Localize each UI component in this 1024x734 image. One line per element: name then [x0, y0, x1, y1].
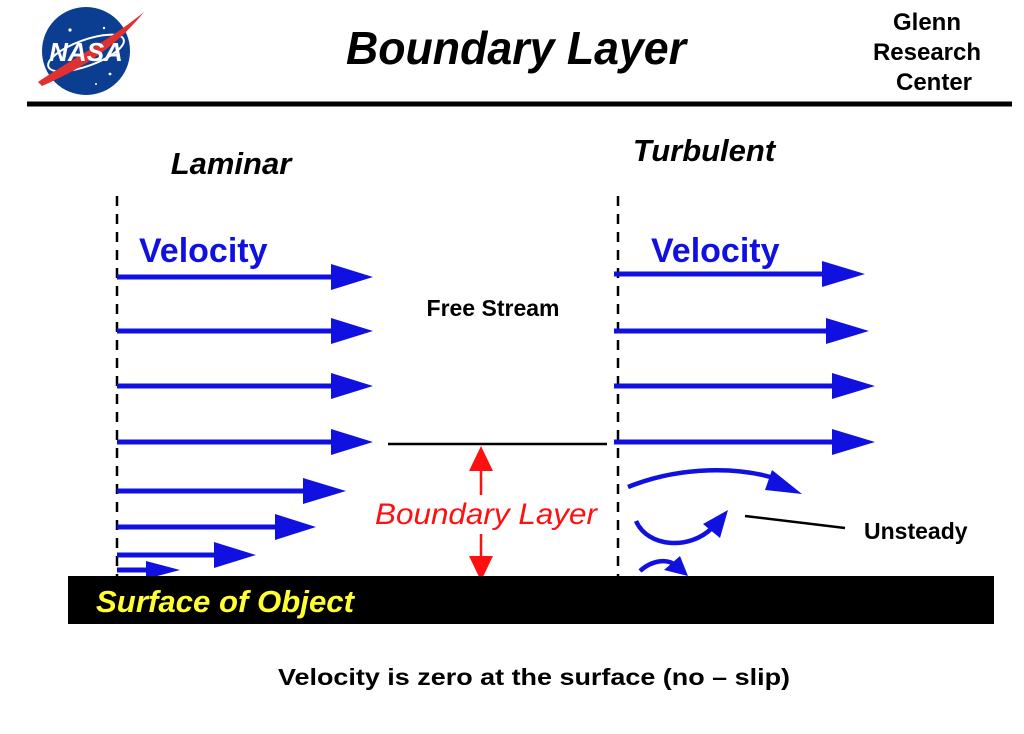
- nasa-logo: NASA: [38, 7, 144, 95]
- turbulent-heading: Turbulent: [633, 133, 777, 168]
- laminar-arrow: [117, 429, 373, 455]
- org-line-1: Glenn: [893, 9, 961, 36]
- laminar-arrow: [117, 373, 373, 399]
- org-line-2: Research: [873, 39, 981, 66]
- eddy-arrow: [638, 556, 688, 576]
- laminar-arrow: [117, 264, 373, 290]
- laminar-arrow: [117, 561, 180, 579]
- turbulent-arrow: [614, 429, 875, 455]
- eddy-arrow: [633, 510, 728, 546]
- free-stream-label: Free Stream: [427, 295, 560, 321]
- org-line-3: Center: [896, 69, 972, 96]
- laminar-arrow: [117, 514, 316, 540]
- turbulent-eddies: [627, 468, 802, 576]
- turbulent-arrow: [614, 373, 875, 399]
- boundary-layer-label: Boundary Layer: [375, 498, 598, 531]
- laminar-arrow: [117, 318, 373, 344]
- eddy-arrow: [627, 468, 802, 494]
- caption: Velocity is zero at the surface (no – sl…: [278, 664, 790, 690]
- unsteady-leader-line: [744, 514, 846, 530]
- turbulent-arrow: [614, 318, 869, 344]
- laminar-arrow: [117, 542, 256, 568]
- turbulent-arrow: [614, 261, 865, 287]
- laminar-velocity-arrows: [117, 264, 373, 579]
- laminar-arrow: [117, 478, 346, 504]
- laminar-velocity-label: Velocity: [139, 232, 268, 270]
- org-name: Glenn Research Center: [873, 9, 981, 96]
- turbulent-velocity-label: Velocity: [651, 232, 780, 270]
- surface-label: Surface of Object: [96, 584, 356, 619]
- boundary-thickness-arrow: [469, 446, 493, 581]
- surface-of-object: [68, 576, 994, 624]
- nasa-logo-text: NASA: [49, 37, 123, 67]
- laminar-heading: Laminar: [171, 146, 294, 181]
- unsteady-label: Unsteady: [864, 518, 968, 544]
- page-title: Boundary Layer: [346, 22, 688, 74]
- turbulent-velocity-arrows: [614, 261, 875, 455]
